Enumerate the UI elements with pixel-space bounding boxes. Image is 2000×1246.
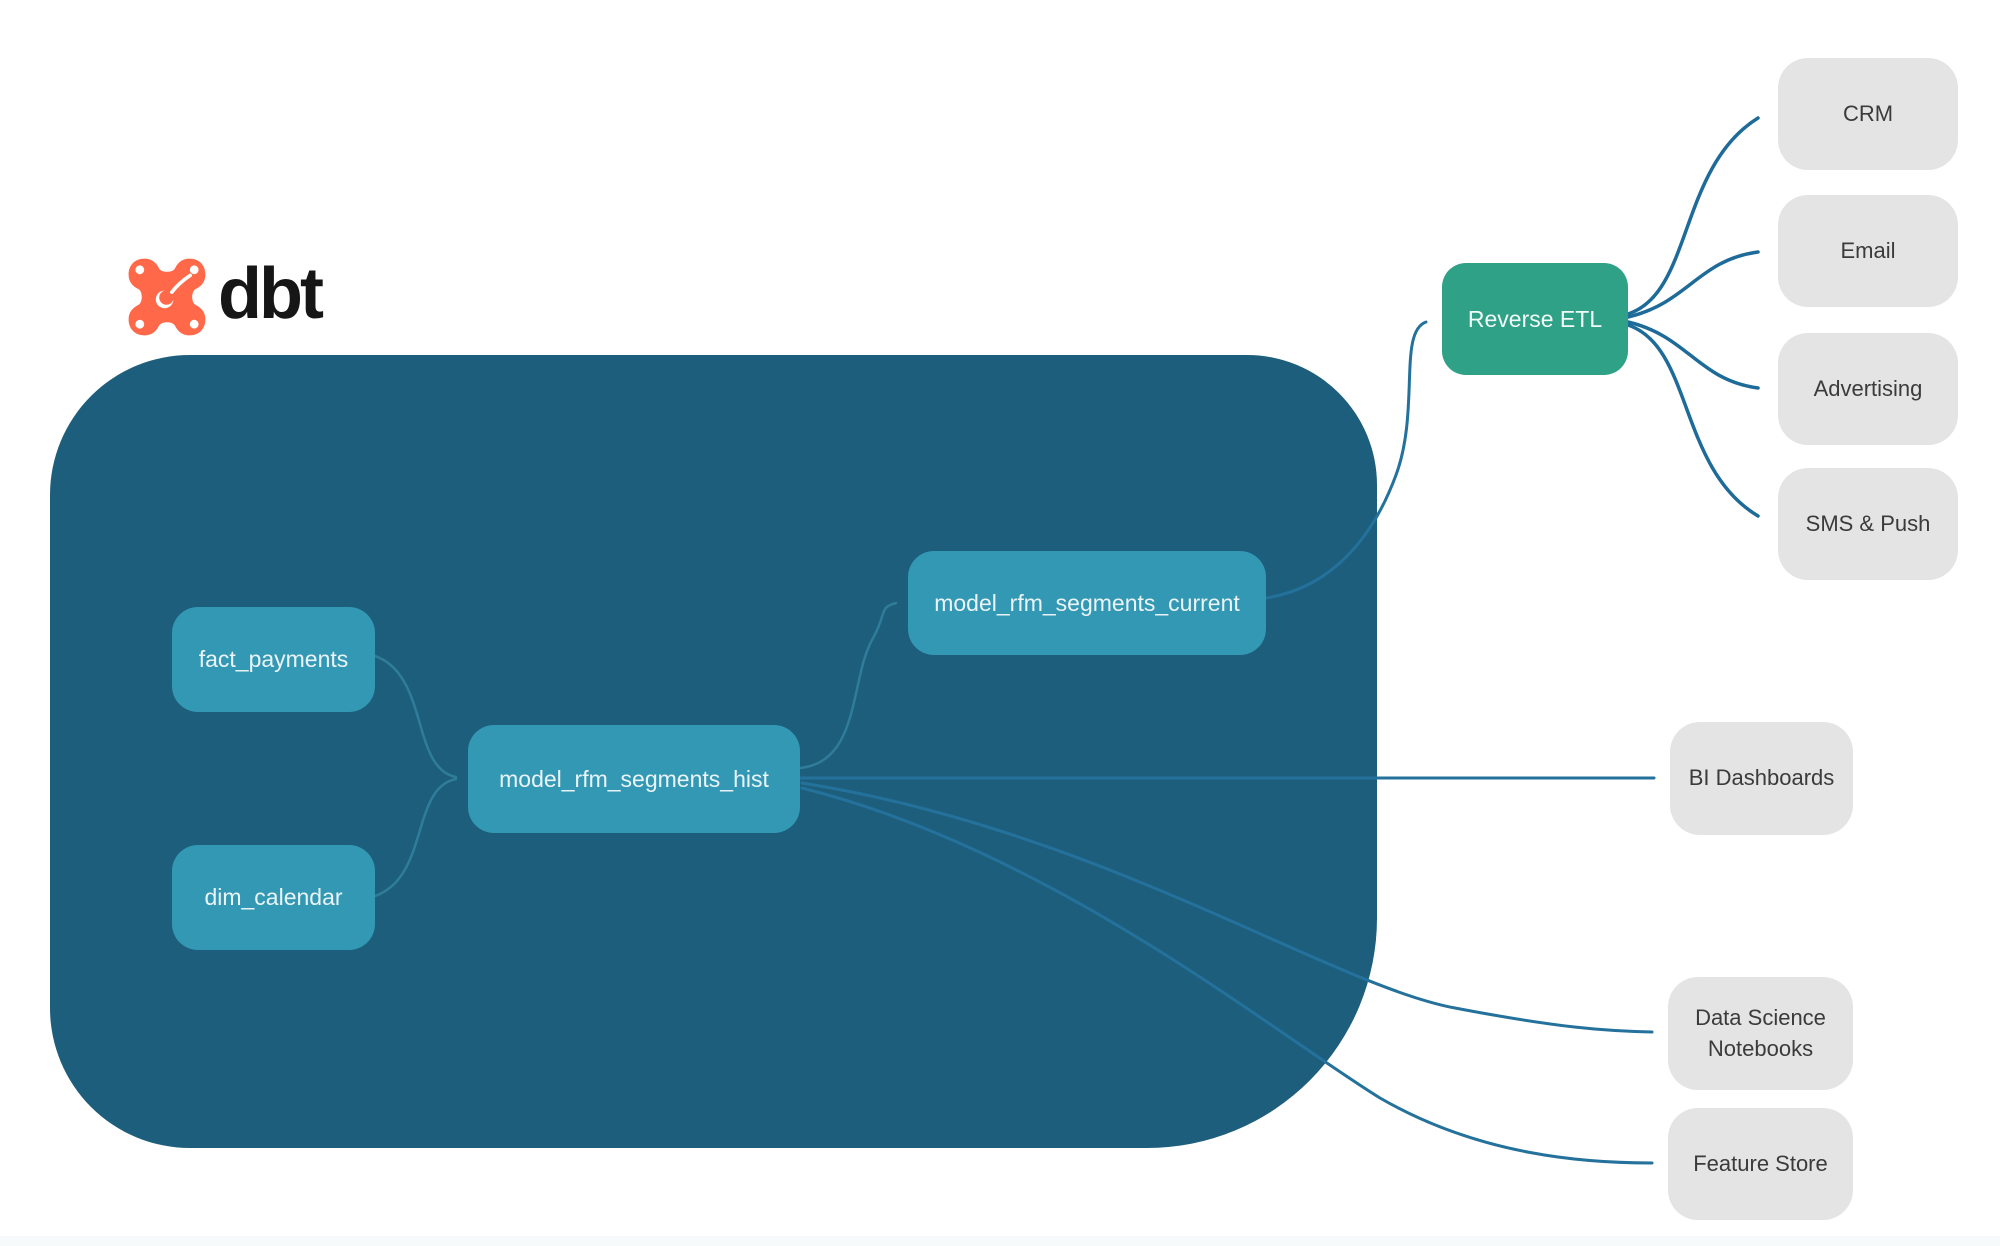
node-crm[interactable]: CRM	[1778, 58, 1958, 170]
node-label: Reverse ETL	[1467, 305, 1603, 332]
node-fact-payments[interactable]: fact_payments	[172, 607, 375, 712]
edge-reverse-etl-to-crm	[1626, 116, 1760, 316]
node-label: Advertising	[1813, 375, 1923, 401]
node-reverse-etl[interactable]: Reverse ETL	[1442, 263, 1628, 375]
bottom-strip	[0, 1236, 2000, 1246]
node-label: CRM	[1842, 100, 1894, 126]
node-label: Data Science Notebooks	[1695, 1004, 1826, 1061]
node-email[interactable]: Email	[1778, 195, 1958, 307]
node-dim-calendar[interactable]: dim_calendar	[172, 845, 375, 950]
node-sms-push[interactable]: SMS & Push	[1778, 468, 1958, 580]
node-model-rfm-segments-current[interactable]: model_rfm_segments_current	[908, 551, 1266, 655]
edge-reverse-etl-to-email	[1626, 250, 1760, 319]
node-advertising[interactable]: Advertising	[1778, 333, 1958, 445]
node-bi-dashboards[interactable]: BI Dashboards	[1670, 722, 1853, 835]
node-label: BI Dashboards	[1688, 765, 1835, 791]
node-label: dim_calendar	[204, 884, 343, 911]
edge-reverse-etl-to-sms-push	[1626, 323, 1760, 518]
node-feature-store[interactable]: Feature Store	[1668, 1108, 1853, 1220]
node-model-rfm-segments-hist[interactable]: model_rfm_segments_hist	[468, 725, 800, 833]
node-label: model_rfm_segments_hist	[499, 765, 769, 792]
dbt-logo-text: dbt	[218, 254, 324, 334]
node-label: model_rfm_segments_current	[934, 589, 1240, 616]
node-label: Email	[1840, 237, 1896, 263]
dbt-logo-icon	[128, 258, 206, 336]
dbt-logo: dbt	[122, 254, 324, 339]
node-label: fact_payments	[198, 646, 349, 673]
node-data-science-notebooks[interactable]: Data Science Notebooks	[1668, 977, 1853, 1090]
edge-reverse-etl-to-advertising	[1626, 320, 1760, 390]
node-label: Feature Store	[1693, 1150, 1828, 1176]
node-label: SMS & Push	[1805, 510, 1931, 536]
